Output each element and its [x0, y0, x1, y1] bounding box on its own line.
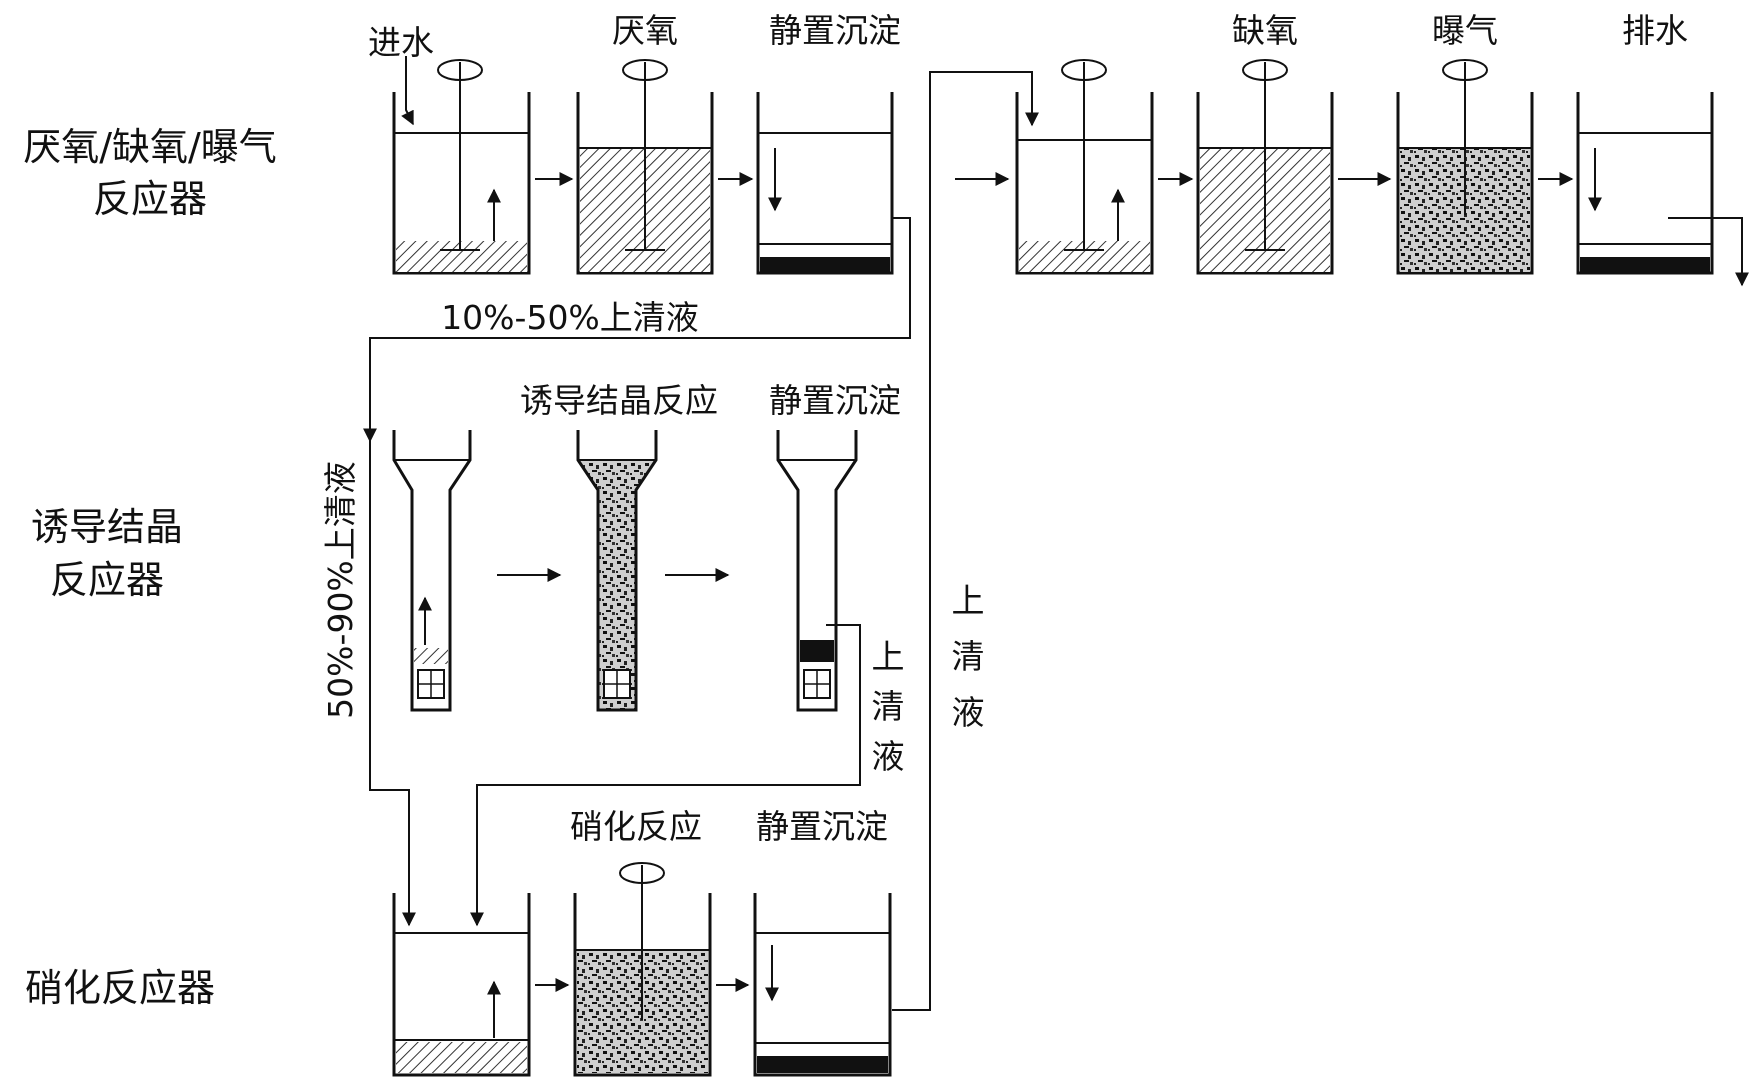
label-anaerobic: 厌氧	[612, 11, 678, 50]
tank-anaerobic	[576, 59, 714, 275]
flow-label-vertical-b-1: 上	[952, 581, 985, 620]
label-drain: 排水	[1622, 11, 1688, 50]
row2-label-line1: 诱导结晶	[31, 505, 183, 549]
label-induced-crystallization: 诱导结晶反应	[520, 381, 718, 420]
funnel-reactor-1	[392, 430, 472, 712]
label-settle-3: 静置沉淀	[756, 807, 888, 846]
label-settle-1: 静置沉淀	[769, 11, 901, 50]
row1-label-line1: 厌氧/缺氧/曝气	[23, 125, 277, 169]
row2-label-line2: 反应器	[50, 558, 164, 602]
label-settle-2: 静置沉淀	[769, 381, 901, 420]
row3-label: 硝化反应器	[25, 966, 215, 1010]
tank-anoxic-fill	[1015, 59, 1154, 275]
flow-label-vertical-a-3: 液	[872, 737, 905, 776]
label-aeration: 曝气	[1432, 11, 1498, 50]
flow-label-vertical-a-1: 上	[872, 637, 905, 676]
tank-settle-1	[756, 92, 894, 275]
tank-anoxic	[1196, 59, 1334, 275]
flow-label-vertical-b-2: 清	[952, 637, 985, 676]
funnel-reactor-3	[776, 430, 858, 712]
funnel-reactor-2	[576, 430, 658, 712]
tank-aeration	[1396, 59, 1534, 275]
tank-drain	[1576, 92, 1714, 275]
label-intake: 进水	[368, 23, 434, 62]
flow-label-50-90: 50%-90%上清液	[321, 461, 360, 719]
label-nitrification: 硝化反应	[570, 807, 702, 846]
row1-label-line2: 反应器	[93, 177, 207, 221]
tank-settle-3	[753, 893, 892, 1077]
label-anoxic: 缺氧	[1232, 11, 1298, 50]
flow-label-10-50: 10%-50%上清液	[441, 298, 699, 337]
tank-nitrification	[573, 862, 712, 1077]
tank-nitrification-fill	[392, 893, 531, 1077]
flow-label-vertical-a-2: 清	[872, 687, 905, 726]
tank-intake	[392, 59, 531, 275]
flow-label-vertical-b-3: 液	[952, 693, 985, 732]
